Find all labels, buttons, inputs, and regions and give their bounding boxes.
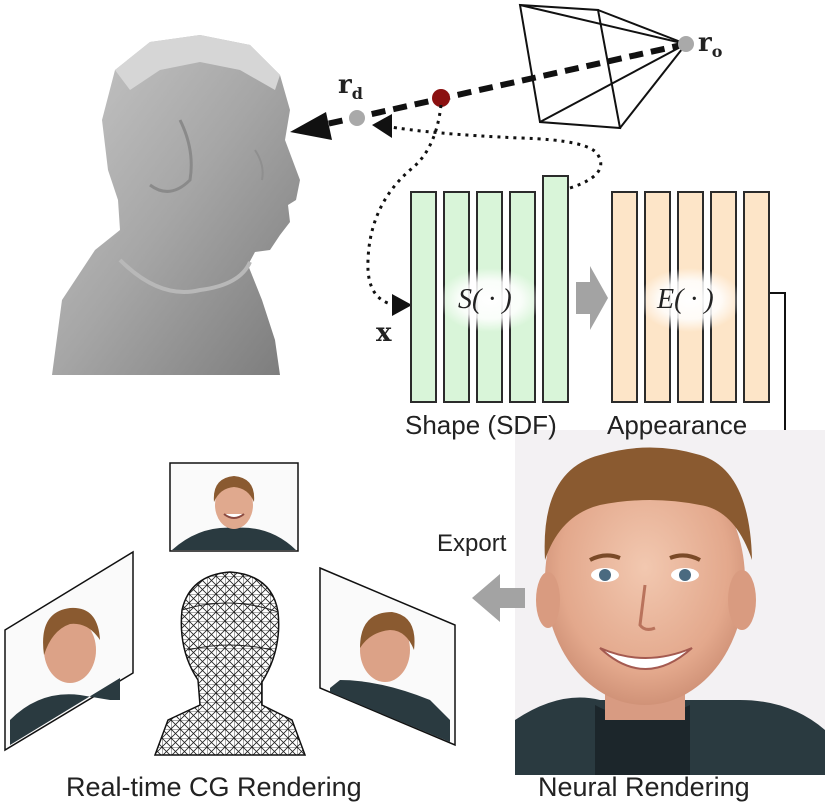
feedback-arrowhead [372, 114, 392, 138]
shape-function-label: S( · ) [458, 284, 512, 315]
appearance-caption: Appearance [607, 410, 748, 440]
shape-caption: Shape (SDF) [405, 410, 557, 440]
camera-ray [290, 41, 687, 140]
left-view-portrait-icon [4, 550, 134, 752]
ray-origin-point [678, 36, 694, 52]
clay-head-icon [52, 35, 300, 375]
ray-dir-point [349, 110, 365, 126]
neural-portrait-icon [515, 430, 825, 775]
realtime-caption: Real-time CG Rendering [66, 772, 362, 802]
export-arrow [472, 574, 525, 622]
sample-to-network-curve [366, 104, 443, 307]
network-flow-arrow [576, 266, 608, 330]
input-arrowhead [392, 294, 412, 316]
front-view-portrait-icon [169, 462, 299, 552]
neural-caption: Neural Rendering [538, 772, 750, 802]
sample-point [432, 89, 450, 107]
ray-dir-label: rd [338, 70, 363, 104]
point-x-label: x [376, 318, 392, 348]
export-label: Export [437, 530, 507, 557]
camera-frustum-icon [518, 3, 687, 130]
head-mesh-icon [153, 571, 307, 756]
appearance-function-label: E( · ) [657, 284, 714, 315]
right-view-portrait-icon [319, 566, 456, 747]
sdf-feedback-curve [384, 124, 603, 190]
ray-origin-label: ro [698, 28, 723, 62]
